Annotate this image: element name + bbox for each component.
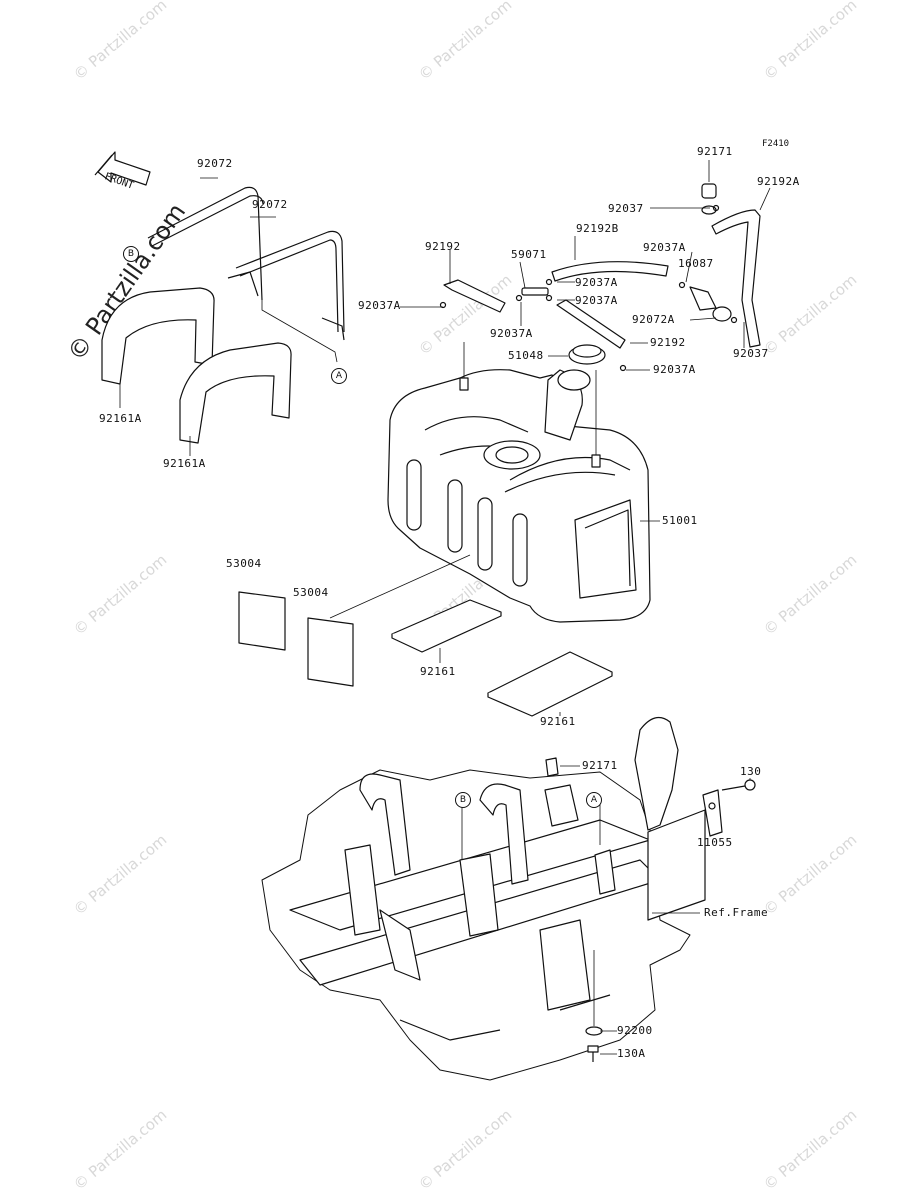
figure-code: F2410 [762, 139, 790, 149]
washer-92200 [585, 1026, 603, 1036]
clip-92171-lower [545, 757, 559, 777]
part-label[interactable]: 92161 [540, 715, 576, 728]
vent-hose-92192-lower [556, 299, 626, 349]
part-label[interactable]: 130 [740, 765, 762, 778]
part-label[interactable]: 92161 [420, 665, 456, 678]
part-label[interactable]: 59071 [511, 248, 547, 261]
part-label[interactable]: 11055 [697, 836, 733, 849]
filler-neck [544, 369, 591, 441]
part-label[interactable]: 92192B [576, 222, 619, 235]
part-label[interactable]: 92037A [653, 363, 696, 376]
label-53004-b [307, 617, 354, 687]
joint-59071 [521, 287, 549, 296]
part-label[interactable]: 92192 [425, 240, 461, 253]
part-label[interactable]: 92037A [575, 294, 618, 307]
part-label[interactable]: 92171 [697, 145, 733, 158]
ref-marker-b: B [455, 792, 471, 808]
part-label[interactable]: 92161A [163, 457, 206, 470]
part-label[interactable]: 92037 [733, 347, 769, 360]
part-label[interactable]: 92072 [252, 198, 288, 211]
part-label[interactable]: 53004 [293, 586, 329, 599]
part-label[interactable]: 130A [617, 1047, 646, 1060]
part-label[interactable]: 92072 [197, 157, 233, 170]
vent-hose-92192 [443, 279, 506, 313]
filter-16087 [689, 286, 732, 322]
bracket-11055 [702, 789, 723, 837]
part-label[interactable]: 92161A [99, 412, 142, 425]
ref-marker-a: A [331, 368, 347, 384]
bolt-130A [587, 1045, 599, 1062]
part-label[interactable]: 92192A [757, 175, 800, 188]
tank-strap-front [147, 186, 264, 301]
part-label[interactable]: 92200 [617, 1024, 653, 1037]
tank-pad-b [179, 342, 292, 444]
label-53004-a [238, 591, 286, 651]
fuel-cap [568, 344, 606, 365]
part-label[interactable]: 51048 [508, 349, 544, 362]
fuel-tank [387, 369, 651, 623]
part-label[interactable]: 92037 [608, 202, 644, 215]
part-label[interactable]: 92037A [643, 241, 686, 254]
ref-marker-b: B [123, 246, 139, 262]
part-label[interactable]: 53004 [226, 557, 262, 570]
part-label[interactable]: 92037A [490, 327, 533, 340]
tank-strap-rear [235, 230, 345, 341]
part-label[interactable]: 92037A [575, 276, 618, 289]
front-arrow-icon [94, 151, 151, 186]
part-label[interactable]: 16087 [678, 257, 714, 270]
part-label[interactable]: Ref.Frame [704, 906, 769, 919]
ref-marker-a: A [586, 792, 602, 808]
tank-pad-a [101, 287, 215, 385]
part-label[interactable]: 51001 [662, 514, 698, 527]
sheet-92161-a [391, 599, 502, 653]
sheet-92161-b [487, 651, 613, 717]
part-label[interactable]: 92171 [582, 759, 618, 772]
part-label[interactable]: 92037A [358, 299, 401, 312]
part-label[interactable]: 92192 [650, 336, 686, 349]
vent-hose-92192B [551, 261, 669, 282]
part-label[interactable]: 92072A [632, 313, 675, 326]
vent-hose-92192A [711, 209, 761, 348]
bolt-130 [721, 779, 756, 791]
vehicle-frame [261, 716, 706, 1081]
